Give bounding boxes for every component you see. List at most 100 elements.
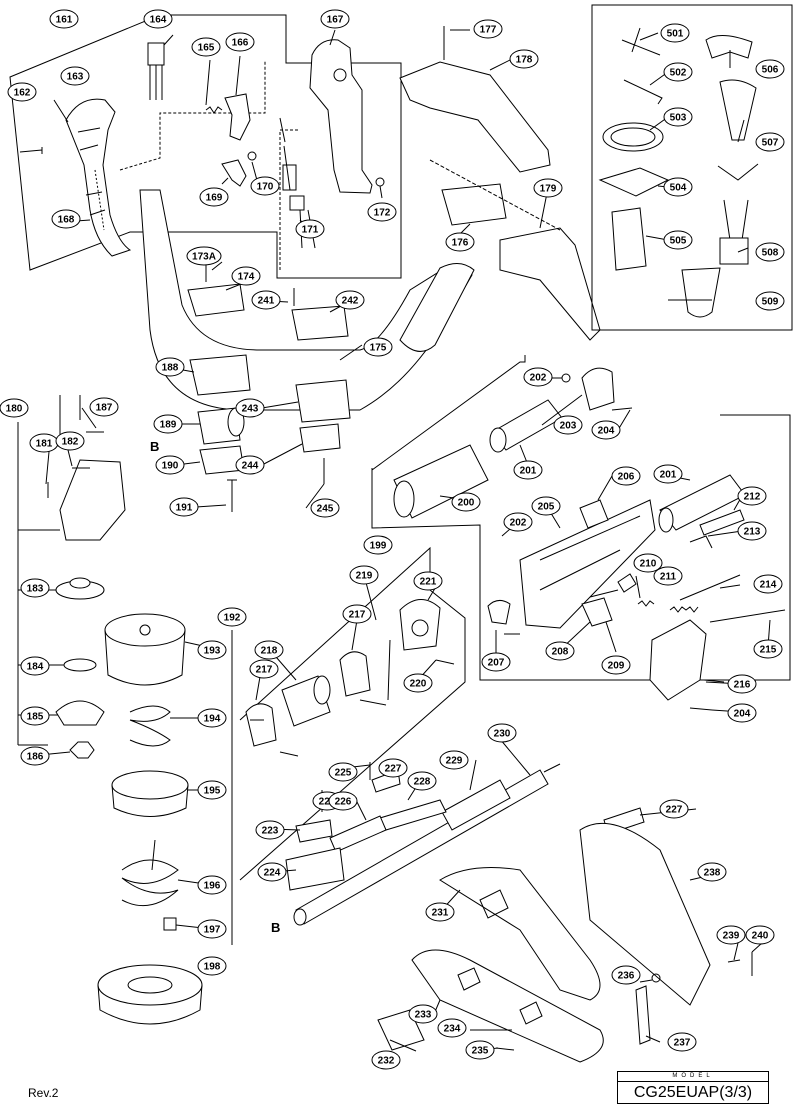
- callout-244: 244: [235, 455, 265, 475]
- callout-number: 244: [242, 461, 259, 472]
- callout-242: 242: [335, 290, 365, 310]
- callout-209: 209: [601, 655, 631, 675]
- callout-balloon: [445, 232, 475, 252]
- part-216-cover: [649, 619, 707, 701]
- callout-number: 207: [488, 658, 505, 669]
- part-196-line: [121, 859, 179, 907]
- callout-185: 185: [20, 706, 50, 726]
- callout-200: 200: [451, 492, 481, 512]
- callout-balloon: [235, 455, 265, 475]
- callout-balloon: [413, 571, 443, 591]
- callout-balloon: [755, 132, 785, 152]
- callout-balloon: [49, 9, 79, 29]
- callout-number: 188: [162, 363, 179, 374]
- callout-506: 506: [755, 59, 785, 79]
- callout-number: 242: [342, 296, 359, 307]
- part-170-pin: [247, 151, 257, 161]
- callout-number: 175: [370, 343, 387, 354]
- callout-166: 166: [225, 32, 255, 52]
- part-197-eyelet: [163, 917, 177, 931]
- callout-balloon: [611, 965, 641, 985]
- part-501-wrench: [621, 27, 661, 56]
- callout-number: 176: [452, 238, 469, 249]
- callout-number: 197: [204, 925, 221, 936]
- callout-balloon: [363, 535, 393, 555]
- part-166-throttle: [224, 93, 251, 141]
- callout-224: 224: [257, 862, 287, 882]
- callout-215: 215: [753, 639, 783, 659]
- callout-234: 234: [437, 1018, 467, 1038]
- callout-204b: 204: [727, 703, 757, 723]
- part-235-screw: [495, 1047, 515, 1051]
- callout-number: 231: [432, 908, 449, 919]
- part-236-nut: [651, 973, 661, 983]
- part-215-rod: [709, 609, 786, 623]
- callout-162: 162: [7, 82, 37, 102]
- callout-number: 235: [472, 1046, 489, 1057]
- callout-208: 208: [545, 641, 575, 661]
- callout-number: 504: [670, 183, 687, 194]
- callout-number: 191: [176, 503, 193, 514]
- callout-number: 164: [150, 15, 167, 26]
- callout-number: 240: [752, 931, 769, 942]
- marker-b-top: B: [150, 439, 159, 454]
- callout-balloon: [320, 9, 350, 29]
- callout-balloon: [254, 640, 284, 660]
- callout-balloon: [310, 498, 340, 518]
- part-180-gearcase: [59, 459, 126, 541]
- callout-balloon: [20, 706, 50, 726]
- callout-balloon: [660, 23, 690, 43]
- callout-balloon: [663, 177, 693, 197]
- callout-241: 241: [251, 290, 281, 310]
- callout-number: 181: [36, 439, 53, 450]
- callout-balloon: [197, 875, 227, 895]
- callout-202a: 202: [523, 367, 553, 387]
- callout-198: 198: [197, 956, 227, 976]
- callout-239: 239: [716, 925, 746, 945]
- callout-balloon: [0, 398, 29, 418]
- callout-number: 243: [242, 404, 259, 415]
- callout-balloon: [611, 466, 641, 486]
- callout-number: 220: [410, 679, 427, 690]
- callout-balloon: [197, 956, 227, 976]
- callout-balloon: [20, 656, 50, 676]
- callout-balloon: [51, 209, 81, 229]
- callout-number: 180: [6, 404, 23, 415]
- callout-number: 199: [370, 541, 387, 552]
- part-211-spring: [637, 600, 655, 607]
- callout-number: 184: [27, 662, 44, 673]
- callout-217a: 217: [249, 659, 279, 679]
- callout-balloon: [663, 230, 693, 250]
- callout-number: 230: [494, 729, 511, 740]
- callout-balloon: [531, 496, 561, 516]
- callout-number: 195: [204, 786, 221, 797]
- callout-182: 182: [55, 431, 85, 451]
- callout-balloon: [755, 242, 785, 262]
- callout-210: 210: [633, 553, 663, 573]
- callout-184: 184: [20, 656, 50, 676]
- callout-number: 189: [160, 420, 177, 431]
- callout-number: 245: [317, 504, 334, 515]
- callout-233: 233: [408, 1004, 438, 1024]
- part-178-handle: [399, 61, 551, 173]
- callout-balloon: [235, 398, 265, 418]
- callout-number: 204: [734, 709, 751, 720]
- part-206-switch: [579, 499, 609, 529]
- callout-number: 163: [67, 72, 84, 83]
- callout-183: 183: [20, 578, 50, 598]
- part-233-guard: [411, 949, 604, 1063]
- callout-225: 225: [328, 762, 358, 782]
- callout-balloon: [745, 925, 775, 945]
- callout-number: 196: [204, 881, 221, 892]
- callout-balloon: [509, 49, 539, 69]
- callout-number: 503: [670, 113, 687, 124]
- callout-223: 223: [255, 820, 285, 840]
- callout-balloon: [481, 652, 511, 672]
- callout-balloon: [250, 176, 280, 196]
- callout-number: 183: [27, 584, 44, 595]
- callout-205: 205: [531, 496, 561, 516]
- callout-199: 199: [363, 535, 393, 555]
- callout-171: 171: [295, 219, 325, 239]
- callout-number: 227: [385, 764, 402, 775]
- callout-230: 230: [487, 723, 517, 743]
